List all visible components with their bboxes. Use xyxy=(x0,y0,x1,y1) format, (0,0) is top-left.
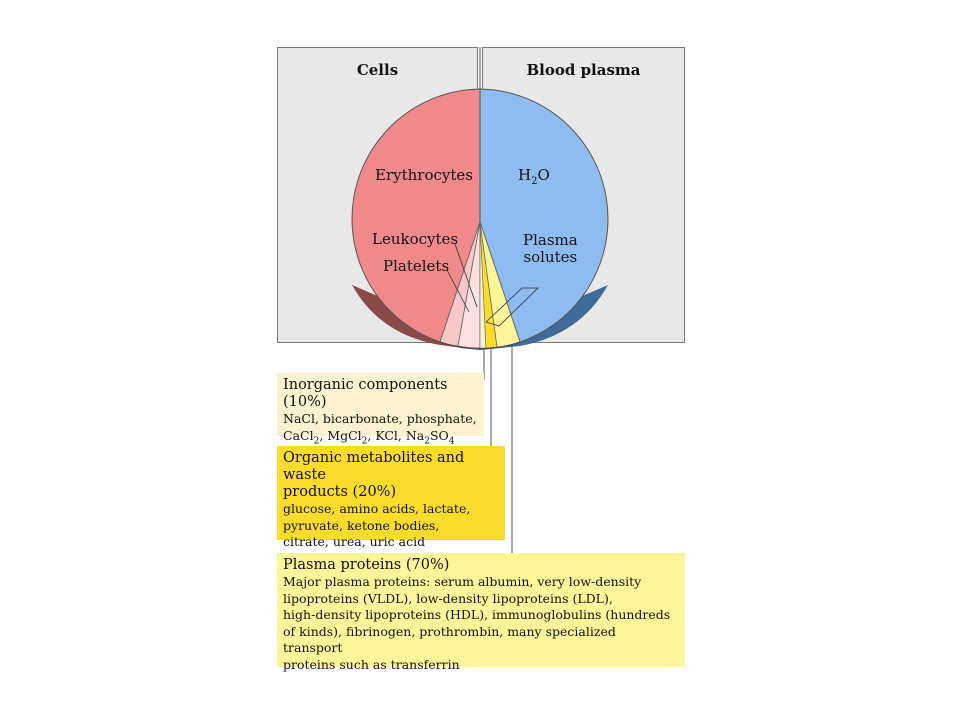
cells-title: Cells xyxy=(356,61,399,79)
organic-line1: glucose, amino acids, lactate, xyxy=(283,501,471,516)
platelets-leader xyxy=(446,269,470,313)
blood-plasma-title: Blood plasma xyxy=(526,61,641,79)
organic-title-2: products (20%) xyxy=(283,484,397,500)
proteins-line3: high-density lipoproteins (HDL), immunog… xyxy=(283,607,671,622)
plasma-solutes-bracket xyxy=(485,287,539,327)
pie-rim xyxy=(439,341,521,350)
proteins-line5: proteins such as transferrin xyxy=(283,656,460,672)
erythrocytes-slice xyxy=(351,88,481,343)
leukocytes-leader xyxy=(454,243,478,308)
organic-line2: pyruvate, ketone bodies, xyxy=(283,517,440,533)
erythrocytes-label: Erythrocytes xyxy=(375,166,473,184)
leukocytes-label: Leukocytes xyxy=(372,230,459,248)
proteins-title: Plasma proteins (70%) xyxy=(283,557,450,573)
platelets-label: Platelets xyxy=(383,257,450,275)
inorganic-title: Inorganic components (10%) xyxy=(283,377,448,410)
plasma-solutes-label: Plasma solutes xyxy=(523,231,578,266)
plasma-proteins-box: Plasma proteins (70%) Major plasma prote… xyxy=(277,553,685,672)
organic-title-1: Organic metabolites and waste xyxy=(283,450,465,483)
water-slice xyxy=(479,88,609,343)
inorganic-line1: NaCl, bicarbonate, phosphate, xyxy=(283,411,477,426)
inorganic-line2: CaCl2, MgCl2, KCl, Na2SO4 xyxy=(283,427,455,447)
h2o-label: H2O xyxy=(518,166,550,188)
proteins-line2: lipoproteins (VLDL), low-density lipopro… xyxy=(283,590,613,606)
proteins-line1: Major plasma proteins: serum albumin, ve… xyxy=(283,574,642,589)
organic-line3: citrate, urea, uric acid xyxy=(283,534,426,549)
proteins-line4: of kinds), fibrinogen, prothrombin, many… xyxy=(283,623,616,656)
organic-metabolites-box: Organic metabolites and waste products (… xyxy=(277,446,505,549)
inorganic-components-box: Inorganic components (10%) NaCl, bicarbo… xyxy=(277,373,484,446)
